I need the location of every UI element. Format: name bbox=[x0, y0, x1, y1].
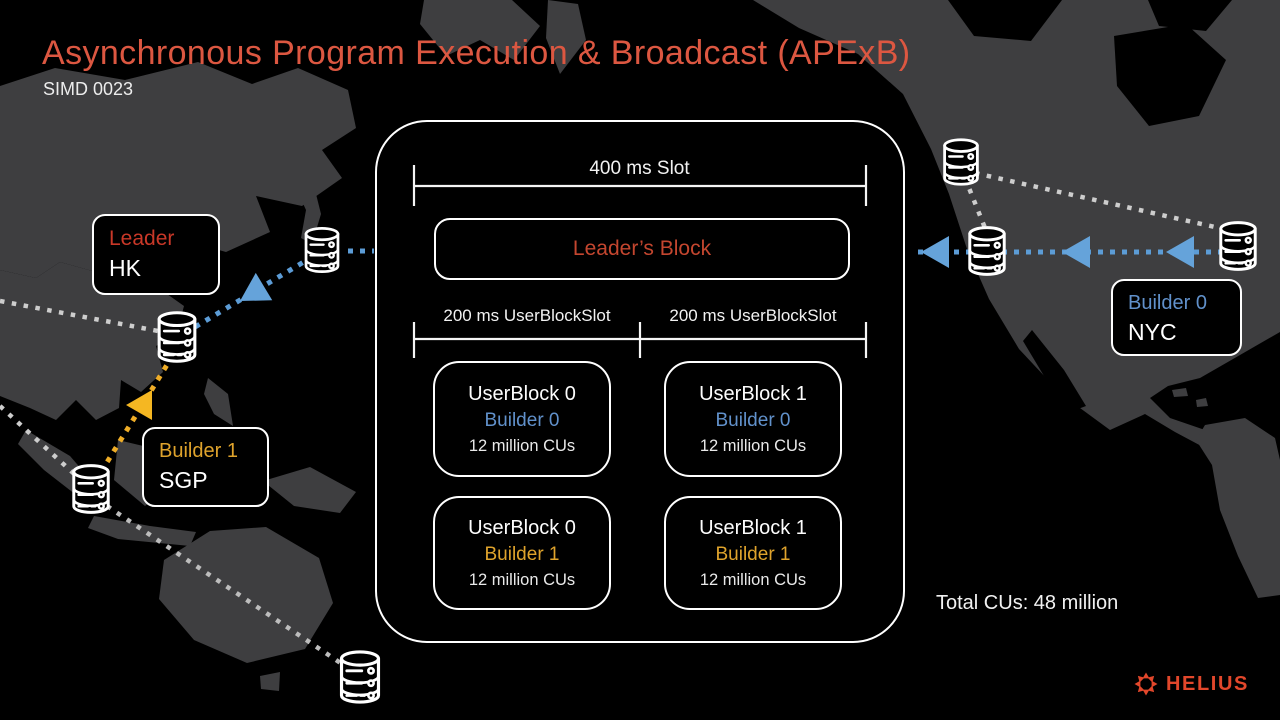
gossip-links-white bbox=[0, 170, 1216, 666]
builder1-role-text: Builder 1 bbox=[159, 440, 238, 462]
leader-location-text: HK bbox=[109, 255, 141, 282]
userblockslot-label-right: 200 ms UserBlockSlot bbox=[669, 306, 837, 325]
userblock-card: UserBlock 0 Builder 0 12 million CUs bbox=[433, 361, 611, 477]
link-west-to-sgp bbox=[0, 404, 85, 484]
userblock-card: UserBlock 1 Builder 1 12 million CUs bbox=[664, 496, 842, 610]
leader-node-label: Leader HK bbox=[92, 214, 220, 295]
builder1-node-label: Builder 1 SGP bbox=[142, 427, 269, 507]
database-server-icon-northwest bbox=[943, 138, 979, 186]
brand-logo: HELIUS bbox=[1133, 671, 1249, 697]
slot-duration-label: 400 ms Slot bbox=[589, 158, 690, 179]
userblock-cus: 12 million CUs bbox=[699, 570, 807, 589]
userblockslot-label-left: 200 ms UserBlockSlot bbox=[443, 306, 611, 325]
leaders-block: Leader’s Block bbox=[434, 218, 850, 280]
page-title: Asynchronous Program Execution & Broadca… bbox=[42, 34, 911, 72]
yellow-flow-arrow bbox=[126, 390, 152, 421]
database-server-icon-south bbox=[339, 650, 381, 704]
userblock-title: UserBlock 0 bbox=[468, 516, 576, 539]
userblock-cus: 12 million CUs bbox=[468, 436, 576, 455]
slot-structure-panel: 400 ms Slot Leader’s Block 200 ms UserBl… bbox=[375, 120, 905, 643]
userblock-builder: Builder 0 bbox=[484, 409, 560, 431]
blue-link-to-hk bbox=[183, 248, 324, 336]
userblock-title: UserBlock 0 bbox=[468, 382, 576, 405]
builder1-path-yellow bbox=[98, 358, 173, 474]
userblock-card: UserBlock 0 Builder 1 12 million CUs bbox=[433, 496, 611, 610]
userblock-card: UserBlock 1 Builder 0 12 million CUs bbox=[664, 361, 842, 477]
userblock-builder: Builder 1 bbox=[484, 543, 560, 565]
total-cus-label: Total CUs: 48 million bbox=[936, 592, 1119, 614]
builder0-location-text: NYC bbox=[1128, 319, 1177, 345]
builder0-role-text: Builder 0 bbox=[1128, 292, 1207, 314]
blue-flow-arrow bbox=[240, 272, 273, 301]
database-server-icon-nyc bbox=[1219, 221, 1257, 271]
brand-name-text: HELIUS bbox=[1166, 672, 1249, 695]
blue-flow-arrow bbox=[1062, 236, 1090, 268]
userblock-cus: 12 million CUs bbox=[468, 570, 576, 589]
helius-sunburst-icon bbox=[1134, 672, 1158, 696]
userblock-cus: 12 million CUs bbox=[699, 436, 807, 455]
link-sgp-to-south-node bbox=[105, 504, 344, 666]
userblock-title: UserBlock 1 bbox=[699, 516, 807, 539]
blue-flow-arrow bbox=[1166, 236, 1194, 268]
blue-flow-arrows bbox=[240, 236, 1194, 301]
builder1-location-text: SGP bbox=[159, 467, 208, 493]
database-server-icon-asia-relay bbox=[304, 226, 340, 274]
landmass-asia bbox=[0, 0, 586, 420]
link-west-to-hk bbox=[0, 298, 159, 334]
blue-flow-arrow bbox=[921, 236, 949, 268]
userblock-builder: Builder 0 bbox=[715, 409, 791, 431]
yellow-link-sgp-to-hk bbox=[98, 358, 173, 474]
page-subtitle: SIMD 0023 bbox=[43, 79, 134, 99]
builder0-node-label: Builder 0 NYC bbox=[1111, 279, 1242, 356]
link-westcoast-to-nyc bbox=[974, 170, 1216, 230]
userblock-title: UserBlock 1 bbox=[699, 382, 807, 405]
database-server-icon-sgp bbox=[72, 464, 110, 514]
database-server-icon-hk bbox=[157, 311, 197, 363]
userblock-builder: Builder 1 bbox=[715, 543, 791, 565]
leader-role-text: Leader bbox=[109, 227, 175, 250]
database-server-icon-westcoast bbox=[968, 226, 1006, 276]
